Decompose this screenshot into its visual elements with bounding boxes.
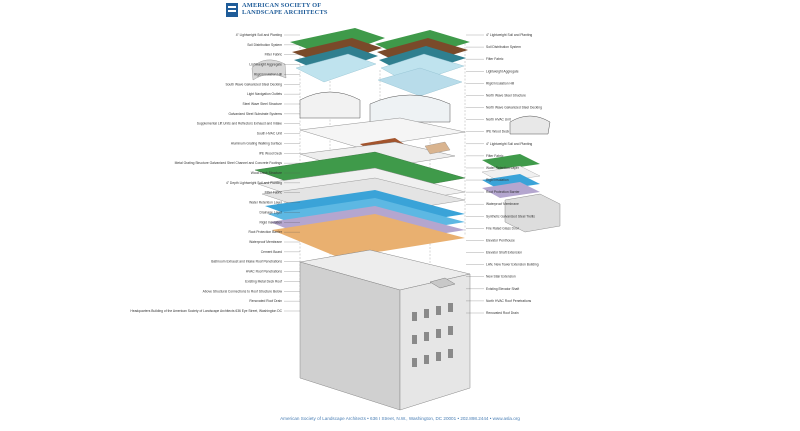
north-wave-steel-structure	[369, 94, 451, 123]
right-callout-label: North Wave Galvanized Steel Decking	[486, 106, 542, 110]
logo-line-1: AMERICAN SOCIETY OF	[242, 2, 322, 9]
left-callout-label: Waterproof Membrane	[249, 240, 282, 244]
right-callout-label: Root Protection Barrier	[486, 190, 520, 194]
north-hill-layers	[375, 30, 470, 97]
left-callout-label: Renovated Roof Drain	[249, 299, 282, 303]
left-callout-label: Wood Deck Structure	[251, 171, 282, 175]
north-wave-decking	[509, 115, 551, 135]
south-hill-layers	[251, 28, 385, 83]
right-callout-label: New Stair Extension	[486, 275, 516, 279]
right-callout-label: Elevator Penthouse	[486, 238, 515, 242]
right-detail-stack	[481, 154, 561, 233]
right-callout-label: Waterproof Membrane	[486, 202, 519, 206]
right-callout-label: Rigid Insulation Hill	[486, 81, 514, 85]
asla-logo: AMERICAN SOCIETY OF LANDSCAPE ARCHITECTS	[226, 2, 328, 17]
right-callout-label: Fire Rated Glass Door	[486, 226, 520, 230]
wave-steel-structures	[299, 91, 551, 135]
footer-address: American Society of Landscape Architects…	[280, 416, 520, 421]
left-callout-label: Existing Metal Deck Roof	[245, 279, 282, 283]
right-callout-label: IPE Wood Deck	[486, 130, 510, 134]
hvac-unit	[424, 141, 451, 155]
left-callout-label: Headquarters Building of the American So…	[130, 309, 282, 313]
south-rigid-insulation-hill	[251, 59, 287, 81]
right-callout-label: Synthetic Galvanized Steel Trellis	[486, 214, 535, 218]
right-callout-label: 4" Lightweight Soil and Planting	[486, 142, 532, 146]
left-callout-label: Above Structural Connections to Roof Str…	[203, 289, 283, 293]
left-callout-label: Soil Distribution System	[247, 43, 282, 47]
aluminum-grating-surface	[299, 117, 466, 149]
left-callout-label: Rigid Insulation	[259, 220, 282, 224]
left-callout-label: Aluminum Grating Walking Surface	[231, 141, 282, 145]
right-callout-label: Soil Distribution System	[486, 45, 521, 49]
elevator-penthouse	[504, 193, 561, 233]
left-callout-label: South HVAC Unit	[257, 132, 282, 136]
left-callout-label: Cement Board	[261, 250, 282, 254]
right-callout-label: Rigid Insulation	[486, 178, 509, 182]
south-aggregate-layer	[295, 53, 377, 83]
detail-soil-planting	[482, 154, 540, 170]
left-callout-label: Root Protection Barrier	[248, 230, 282, 234]
elevator-shaft-extension	[429, 277, 456, 289]
left-callout-label: Metal Grating Structure Galvanized Steel…	[175, 161, 283, 165]
left-callout-label: Lightweight Aggregate	[249, 63, 282, 67]
left-callout-label: Filter Fabric	[265, 53, 283, 57]
right-callout-label: Existing Elevator Shaft	[486, 287, 519, 291]
building-windows	[412, 303, 453, 367]
left-callout-label: IPE Wood Deck	[259, 151, 283, 155]
left-callout-label: South Wave Galvanized Steel Decking	[225, 82, 282, 86]
headquarters-building	[299, 249, 471, 411]
right-callout-label: 4" Lightweight Soil and Planting	[486, 33, 532, 37]
logo-line-2: LANDSCAPE ARCHITECTS	[242, 8, 328, 16]
right-callout-label: North HVAC Roof Penetrations	[486, 299, 532, 303]
left-callout-label: Filter Fabric	[265, 191, 283, 195]
north-rigid-insulation-hill	[377, 67, 463, 97]
right-callout-label: LAN, New Tower Extension Building	[486, 263, 539, 267]
left-callout-label: Rigid Insulation Hill	[254, 72, 282, 76]
asla-logo-mark	[226, 3, 238, 17]
green-roof-assembly	[254, 151, 466, 258]
right-callout-label: Filter Fabric	[486, 154, 504, 158]
left-callout-label: Bathroom Exhaust and Intake Roof Penetra…	[211, 260, 282, 264]
right-callout-label: Lightweight Aggregate	[486, 69, 519, 73]
left-callout-label: Supplemental Lift Units and Reflectors E…	[197, 122, 282, 126]
right-callout-label: Filter Fabric	[486, 57, 504, 61]
left-callout-label: Drainage Layer	[259, 210, 282, 214]
right-callout-label: Renovated Roof Drain	[486, 311, 519, 315]
right-callout-label: North Wave Steel Structure	[486, 93, 526, 97]
building-front-facade	[399, 273, 471, 411]
left-callout-label: 4" Lightweight Soil and Planting	[236, 33, 282, 37]
right-callout-label: Elevator Shaft Extension	[486, 251, 522, 255]
left-callout-label: Galvanized Steel Substrate Systems	[228, 112, 282, 116]
left-callout-label: HVAC Roof Penetrations	[246, 270, 283, 274]
cement-board	[272, 214, 465, 258]
right-callout-label: North HVAC Unit	[486, 118, 511, 122]
left-callout-label: Light Navigation Outlets	[247, 92, 282, 96]
south-wave-steel-structure	[299, 91, 361, 119]
asla-logo-text: AMERICAN SOCIETY OF LANDSCAPE ARCHITECTS	[242, 2, 328, 16]
right-callout-label: Water Retention Layer	[486, 166, 520, 170]
left-callout-label: Water Retention Layer	[249, 201, 283, 205]
left-callout-label: 4" Depth Lightweight Soil and Planting	[226, 181, 282, 185]
detail-waterproof-membrane	[482, 182, 540, 198]
left-callout-label: Steel Wave Steel Structure	[243, 102, 283, 106]
